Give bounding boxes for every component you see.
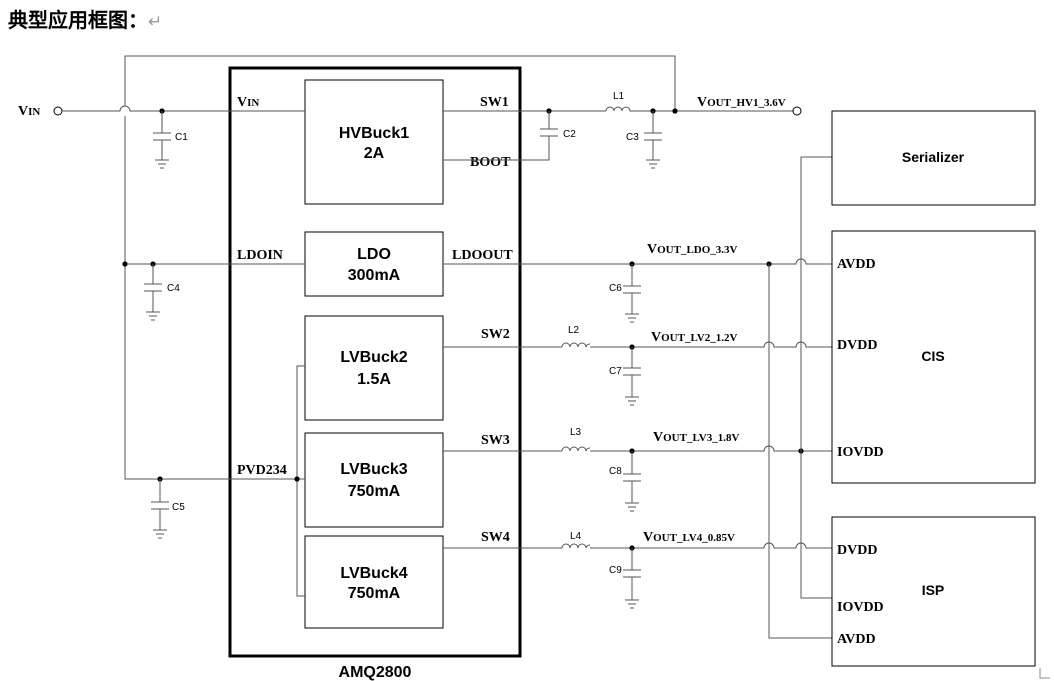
lvbuck3-block: [304, 432, 444, 528]
pin-sw1-label: SW1: [480, 95, 509, 110]
l1-label: L1: [613, 91, 625, 102]
cis-box: [831, 230, 1036, 484]
isp-name: ISP: [922, 582, 945, 598]
hvbuck1-block: [304, 79, 444, 205]
avdd-bus: [768, 264, 832, 639]
rail-lv3-label: VOUT_LV3_1.8V: [653, 430, 739, 445]
l4-label: L4: [570, 531, 582, 542]
capacitor-c2: [443, 111, 558, 161]
lvbuck4-name: LVBuck4: [340, 565, 407, 582]
vout-lv3-wire: [590, 445, 832, 452]
capacitor-c8: [623, 451, 641, 512]
l2-label: L2: [568, 325, 580, 336]
vin-terminal: [53, 106, 63, 116]
rail-hv1-label: VOUT_HV1_3.6V: [697, 95, 786, 110]
pin-sw4-label: SW4: [481, 530, 510, 545]
c7-label: C7: [609, 366, 622, 377]
hvbuck1-current: 2A: [364, 145, 385, 162]
pin-sw3-label: SW3: [481, 433, 510, 448]
iovdd-bus: [800, 156, 832, 599]
rail-ldo-label: VOUT_LDO_3.3V: [647, 242, 738, 257]
c4-label: C4: [167, 283, 180, 294]
inductor-l4: [561, 543, 591, 549]
return-mark: ↵: [148, 12, 163, 32]
isp-pin-avdd: AVDD: [837, 632, 876, 647]
junction-dot: [294, 476, 300, 482]
isp-pin-iovdd: IOVDD: [837, 600, 884, 615]
lvbuck3-name: LVBuck3: [340, 461, 407, 478]
pin-ldoout-label: LDOOUT: [452, 248, 513, 263]
lvbuck2-block: [304, 315, 444, 421]
top-loop-wire: [124, 55, 676, 111]
ldo-block: [304, 231, 444, 297]
lvbuck4-current: 750mA: [348, 585, 401, 602]
cis-pin-avdd: AVDD: [837, 257, 876, 272]
c9-label: C9: [609, 565, 622, 576]
capacitor-c5: [151, 479, 169, 539]
isp-pin-dvdd: DVDD: [837, 543, 877, 558]
capacitor-c1: [153, 111, 171, 169]
serializer-name: Serializer: [902, 149, 965, 165]
cis-name: CIS: [921, 348, 944, 364]
hvbuck1-name: HVBuck1: [339, 125, 409, 142]
capacitor-c7: [623, 347, 641, 406]
chip-outline: [228, 66, 522, 658]
corner-mark: [1039, 668, 1050, 679]
capacitor-c6: [623, 264, 641, 323]
pin-sw2-label: SW2: [481, 327, 510, 342]
inductor-l3: [561, 446, 591, 452]
inductor-l1: [605, 106, 793, 112]
serializer-box: [831, 110, 1036, 206]
pin-pvd234-label: PVD234: [237, 463, 287, 478]
c2-label: C2: [563, 129, 576, 140]
c5-label: C5: [172, 502, 185, 513]
c8-label: C8: [609, 466, 622, 477]
chip-name: AMQ2800: [339, 664, 412, 681]
vout-lv4-wire: [590, 542, 832, 549]
cis-pin-dvdd: DVDD: [837, 338, 877, 353]
lvbuck2-name: LVBuck2: [340, 349, 407, 366]
ldo-name: LDO: [357, 246, 391, 263]
capacitor-c3: [644, 111, 662, 169]
lvbuck2-current: 1.5A: [357, 371, 391, 388]
capacitor-c4: [144, 264, 162, 321]
pin-boot-label: BOOT: [470, 155, 511, 170]
c1-label: C1: [175, 132, 188, 143]
lvbuck3-current: 750mA: [348, 483, 401, 500]
pin-vin-label: VIN: [237, 95, 259, 110]
inductor-l2: [561, 342, 591, 348]
left-bus-wire: [124, 116, 305, 480]
lvbuck4-block: [304, 535, 444, 629]
c3-label: C3: [626, 132, 639, 143]
cis-pin-iovdd: IOVDD: [837, 445, 884, 460]
page-title: 典型应用框图：↵: [8, 8, 163, 32]
vout-lv2-wire: [590, 341, 832, 348]
junction-dot: [122, 261, 128, 267]
rail-lv2-label: VOUT_LV2_1.2V: [651, 330, 737, 345]
rail-lv4-label: VOUT_LV4_0.85V: [643, 530, 735, 545]
pin-ldoin-label: LDOIN: [237, 248, 283, 263]
vin-input-label: VIN: [18, 104, 40, 119]
l3-label: L3: [570, 427, 582, 438]
vout-hv1-terminal: [792, 106, 802, 116]
capacitor-c9: [623, 548, 641, 609]
ldo-current: 300mA: [348, 267, 401, 284]
c6-label: C6: [609, 283, 622, 294]
junction-dot: [672, 108, 678, 114]
vin-wire: [62, 105, 305, 112]
isp-box: [831, 516, 1036, 667]
